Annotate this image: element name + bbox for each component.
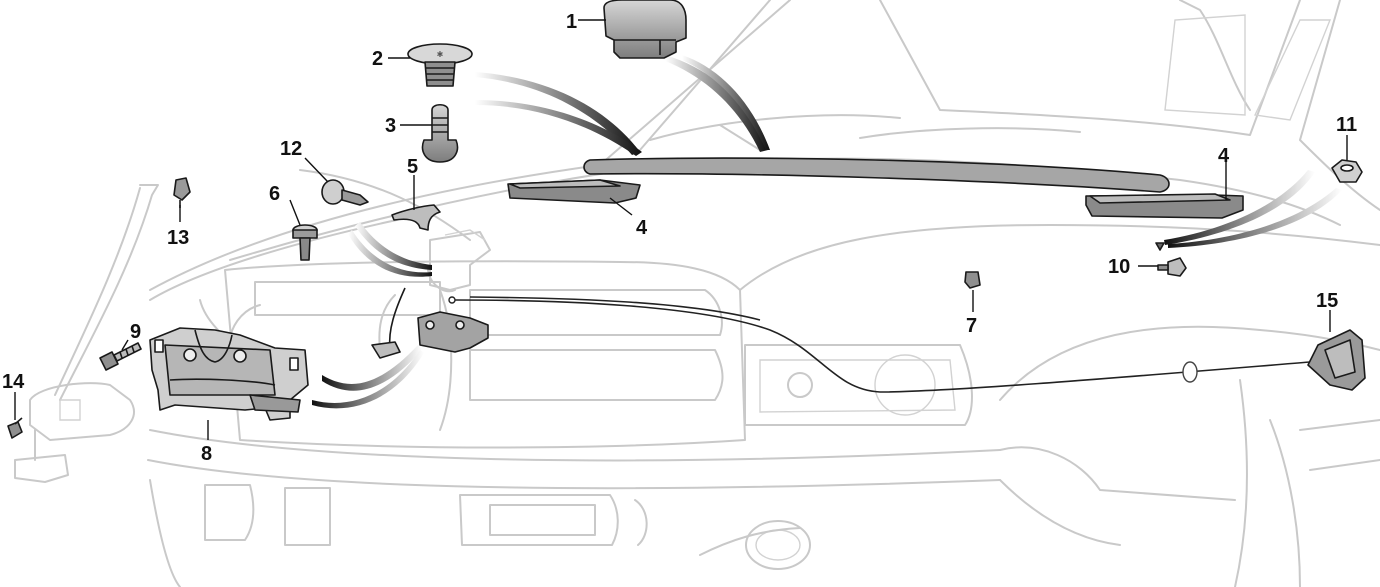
part-11-nut	[1331, 159, 1363, 183]
callout-11: 11	[1336, 114, 1357, 136]
callout-5: 5	[407, 156, 418, 178]
part-12-push-pin	[321, 179, 369, 206]
callout-1: 1	[566, 11, 577, 33]
part-4-hood-seal-and-pads	[507, 157, 1244, 219]
callout-14: 14	[2, 371, 25, 393]
truck-ghost-outline	[14, 0, 1380, 587]
callout-7: 7	[966, 315, 977, 337]
callout-15: 15	[1316, 290, 1338, 312]
callout-4-right: 4	[1218, 145, 1230, 167]
part-9-bolt	[99, 342, 142, 371]
callout-8: 8	[201, 443, 212, 465]
callout-6: 6	[269, 183, 280, 205]
part-14-screw	[7, 417, 23, 439]
hood-latch-installed	[371, 287, 489, 359]
part-7-clip	[964, 271, 981, 289]
swoosh-connectors	[312, 55, 1342, 409]
callout-labels: 1 2 3 4 4 5 6 7 8 9 10 11 12 13 14 15	[2, 11, 1357, 465]
part-13-clip	[173, 177, 191, 208]
part-3-hood-bumper	[421, 103, 459, 163]
part-6-bolt	[292, 224, 318, 261]
leader-lines	[14, 19, 1348, 440]
part-10-bolt	[1155, 242, 1187, 277]
callout-10: 10	[1108, 256, 1130, 278]
part-1-hood-seal-clip	[603, 0, 687, 59]
svg-text:✱: ✱	[437, 50, 444, 59]
part-5-clip	[391, 204, 441, 231]
part-8-hood-latch	[149, 327, 309, 421]
part-15-release-handle	[1307, 329, 1366, 391]
callout-2: 2	[372, 48, 383, 70]
callout-12: 12	[280, 138, 302, 160]
callout-13: 13	[167, 227, 189, 249]
release-cable	[448, 296, 1311, 393]
callout-9: 9	[130, 321, 141, 343]
callout-3: 3	[385, 115, 396, 137]
callout-4-left: 4	[636, 217, 648, 239]
part-2-hood-plug: ✱	[407, 43, 473, 87]
